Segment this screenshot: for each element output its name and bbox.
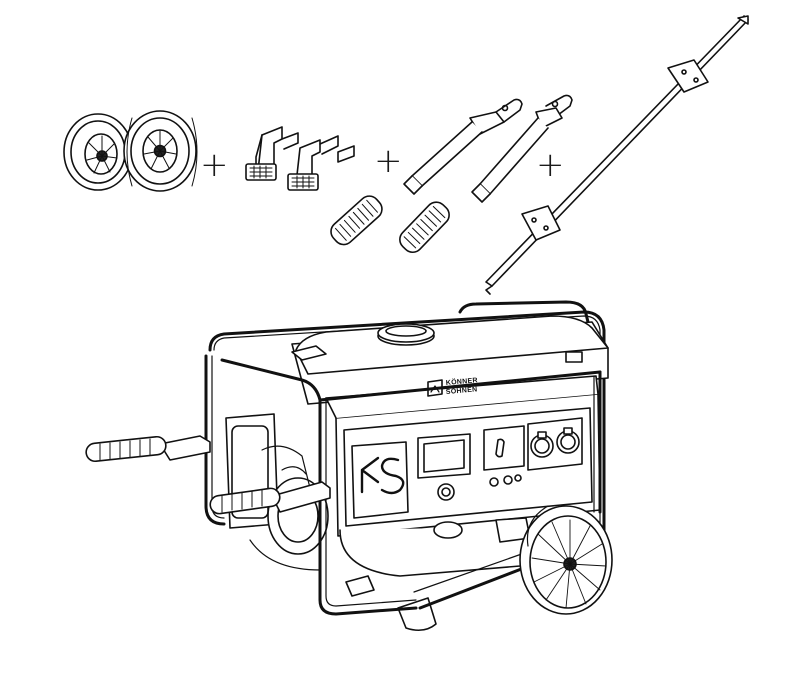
handles-icon: [330, 94, 573, 254]
axle-icon: [485, 15, 749, 295]
plus-sign-1: +: [200, 145, 229, 185]
feet-brackets-icon: [245, 126, 355, 191]
plus-sign-2: +: [374, 141, 403, 181]
brand-line-2: SÖHNEN: [445, 384, 477, 396]
plus-sign-3: +: [536, 145, 565, 185]
brand-line-1: KÖNNER: [445, 375, 478, 387]
wheels-icon: [63, 110, 198, 192]
generator-illustration: KÖNNER SÖHNEN: [85, 300, 613, 632]
